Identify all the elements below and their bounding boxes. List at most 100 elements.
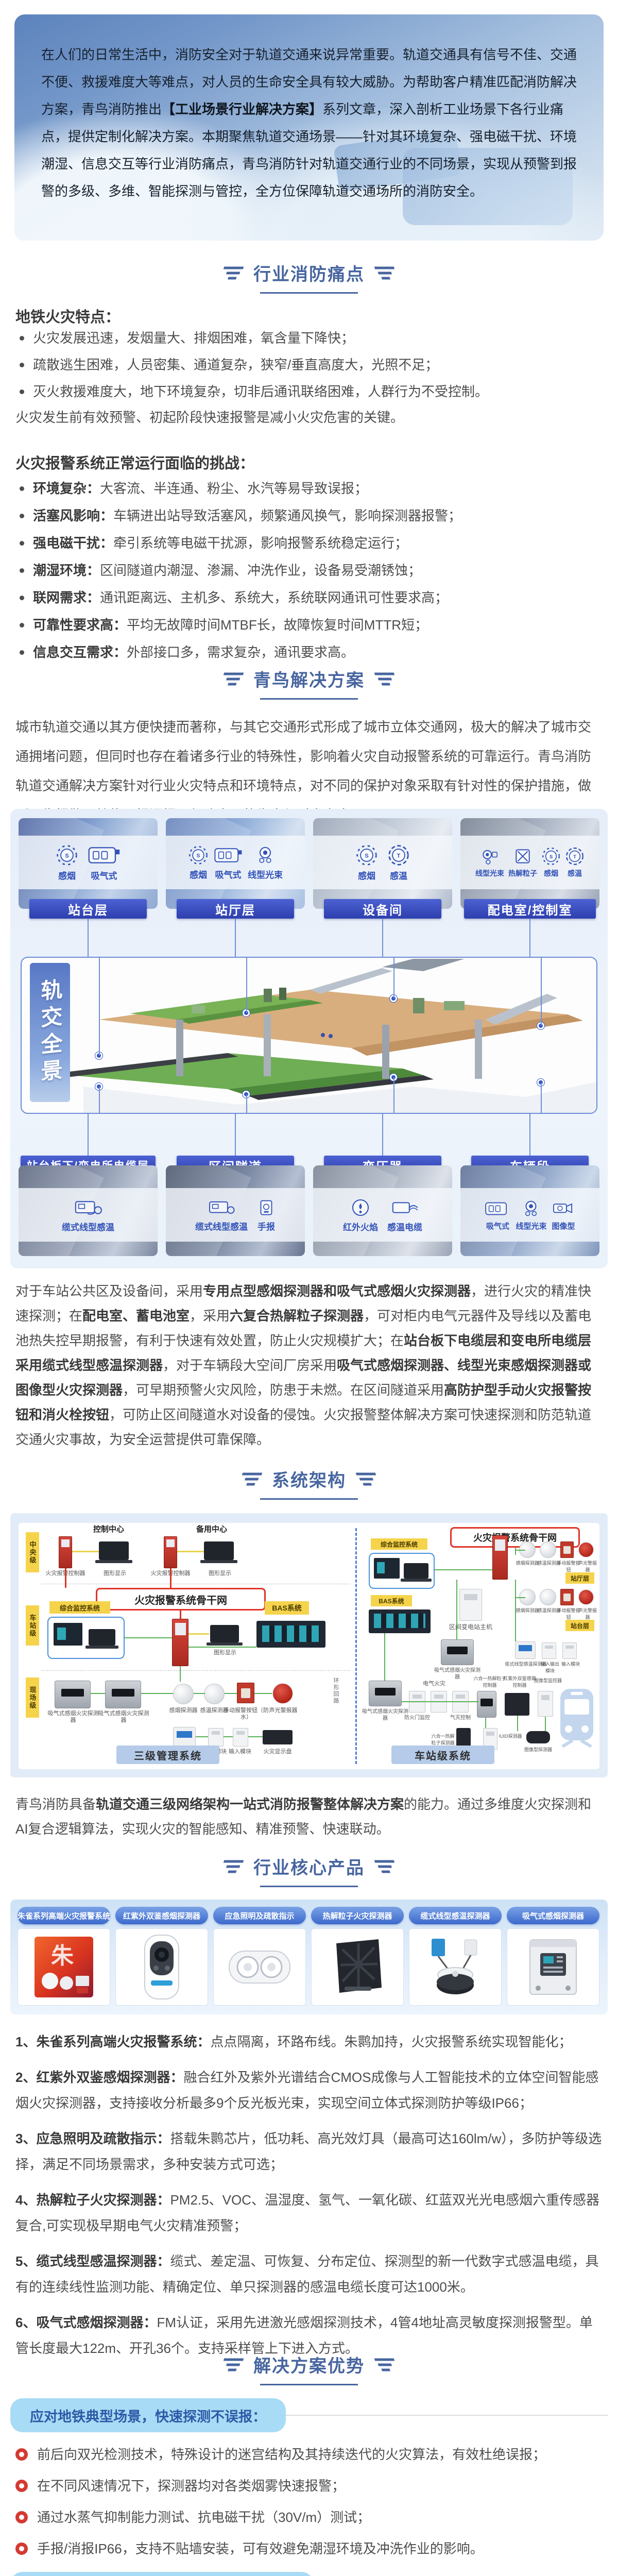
pyro-controller-icon (477, 1691, 496, 1718)
architecture-diagram: 中央级 车站级 现场级 控制中心 备用中心 火灾报警控制器 图形显示 火灾报警控… (19, 1523, 599, 1769)
wire (485, 1718, 486, 1728)
detector-tag: 手报 (257, 1198, 276, 1232)
product-item: 1、朱雀系列高端火灾报警系统：点点隔离，环路布线。朱鹮加持，火灾报警系统实现智能… (15, 2034, 572, 2049)
advantage-item: 手报/消报IP66，支持不贴墙安装，可有效避免潮湿环境及冲洗作业的影响。 (15, 2536, 603, 2562)
device-label: 感烟探测器 (516, 1608, 539, 1613)
section-header-pain: 行业消防痛点 (0, 260, 618, 294)
connector-line (541, 1082, 542, 1113)
wire (515, 1548, 516, 1555)
section-deco-right-icon (374, 265, 399, 281)
device-label: 吸气式感烟火灾探测器 (362, 1709, 408, 1721)
heat-detector-icon (540, 1589, 556, 1605)
connector-line (393, 1077, 394, 1113)
detector-tag: 吸气式 (485, 1199, 510, 1231)
section-header-solution: 青鸟解决方案 (0, 666, 618, 700)
wire (545, 1717, 546, 1731)
device-label: 手动报警按钮 (557, 1561, 580, 1572)
list-item: 活塞风影响：车辆进出站导致活塞风，频繁通风换气，影响探测器报警； (15, 502, 603, 530)
scene-photo: 缆式线型感温 手报 (166, 1165, 305, 1256)
device-label: 声光警报器 (578, 1561, 597, 1572)
device-label: 输入输出模块 (541, 1662, 560, 1673)
device-label: 电气火灾 (423, 1681, 445, 1687)
level-tag-station: 车站级 (26, 1605, 39, 1646)
device-label: 防火门监控 (404, 1715, 430, 1721)
device-label: 吸气式感烟火灾探测器 (47, 1710, 99, 1723)
image-monitor-icon (538, 1691, 553, 1717)
svg-text:T: T (397, 853, 401, 859)
left-caption: 三级管理系统 (116, 1745, 219, 1764)
wire (177, 1551, 204, 1552)
challenge-title: 火灾报警系统正常运行面临的挑战： (15, 455, 255, 472)
section-underline (260, 1886, 358, 1887)
detector-band: 缆式线型感温 手报 (166, 1188, 305, 1242)
input-module-icon (233, 1728, 248, 1747)
products-panel: 朱雀系列高端火灾报警系统 朱 红紫外双鉴感烟探测器 应急照明及疏散指示 (10, 1900, 608, 2014)
section-header-products: 行业核心产品 (0, 1854, 618, 1887)
connector-line (88, 1114, 89, 1156)
product-card-aspirating: 吸气式感烟探测器 (507, 1907, 599, 2007)
wire (384, 1633, 385, 1681)
ring-bullet-icon (15, 2480, 28, 2492)
list-item: 火灾发展迅速，发烟量大、排烟困难，氧含量下降快； (15, 325, 603, 351)
zhuque-system-illustration: 朱 (35, 1937, 93, 1997)
io-module-icon (542, 1642, 556, 1659)
device-label: 感温探测器 (200, 1707, 229, 1714)
wire (402, 1701, 479, 1702)
scene-name: 设备间 (324, 899, 441, 919)
detector-band: 吸气式 线型光束 图像型 (460, 1188, 599, 1242)
product-label: 应急照明及疏散指示 (213, 1907, 306, 1924)
section-deco-right-icon (374, 1859, 399, 1874)
wire (194, 1693, 205, 1694)
screen-icon (54, 1623, 82, 1646)
wire (515, 1597, 525, 1598)
scene-card-tunnel: 区间隧道 缆式线型感温 手报 (166, 1156, 305, 1256)
pill-rule (154, 2415, 608, 2416)
product-image: 朱 (18, 1928, 110, 2006)
product-label: 朱雀系列高端火灾报警系统 (18, 1907, 110, 1924)
red-trunk (180, 1611, 181, 1619)
control-center-label: 控制中心 (93, 1525, 124, 1534)
red-trunk (65, 1568, 66, 1588)
connector-line (529, 919, 530, 957)
svg-text:S: S (365, 853, 368, 859)
display-label: 图形显示 (104, 1570, 126, 1577)
product-image (213, 1928, 306, 2006)
scene-card-depot: 车辆段 吸气式 线型光束 图像型 (460, 1156, 599, 1256)
product-label: 缆式线型感温探测器 (409, 1907, 502, 1924)
cable-heat-detector-icon (515, 1641, 536, 1659)
section-header-advantages: 解决方案优势 (0, 2352, 618, 2385)
wire (180, 1666, 181, 1682)
level-tag-field: 现场级 (26, 1677, 39, 1718)
hall-tag: 站厅层 (565, 1572, 594, 1584)
connector-line (529, 1114, 530, 1156)
connector-line (382, 1114, 383, 1156)
list-item: 灭火救援难度大，地下环境复杂，切非后通讯联络困难，人群行为不受控制。 (15, 378, 603, 405)
manual-call-point-icon (560, 1589, 574, 1605)
list-item: 疏散逃生困难，人员密集、通道复杂，狭窄/垂直高度大，光照不足； (15, 351, 603, 378)
device-label: 图像型监控器 (534, 1678, 562, 1683)
scene-name: 站厅层 (177, 899, 294, 919)
detector-tag: 图像型 (552, 1199, 575, 1231)
section-deco-left-icon (219, 265, 244, 281)
device-label: 气灭控制 (450, 1715, 471, 1721)
ring-bullet-icon (15, 2511, 28, 2523)
smoke-detector-icon (173, 1684, 194, 1704)
architecture-note: 青鸟消防具备轨道交通三级网络架构一站式消防报警整体解决方案的能力。通过多维度火灾… (15, 1797, 592, 1837)
device-label: 输入模块 (561, 1662, 580, 1667)
device-label: 手动报警按钮（防水） (224, 1707, 269, 1720)
product-label: 红紫外双鉴感烟探测器 (115, 1907, 208, 1924)
device-label: 区间变电站主机 (449, 1623, 492, 1631)
section-deco-left-icon (238, 1471, 263, 1487)
product-item: 5、缆式线型感温探测器：缆式、差定温、可恢复、分布定位、探测型的新一代数字式感温… (15, 2253, 599, 2295)
svg-text:T: T (573, 854, 576, 860)
advantage-group-title: 应对地铁典型场景，快速探测不误报： (10, 2398, 286, 2432)
list-item: 环境复杂：大客流、半连通、粉尘、水汽等易导致误报； (15, 475, 603, 502)
detector-band: 红外火焰 感温电缆 (313, 1188, 452, 1242)
section-deco-left-icon (219, 2357, 244, 2372)
device-label: 六合一热解粒子探测器 (431, 1734, 455, 1745)
